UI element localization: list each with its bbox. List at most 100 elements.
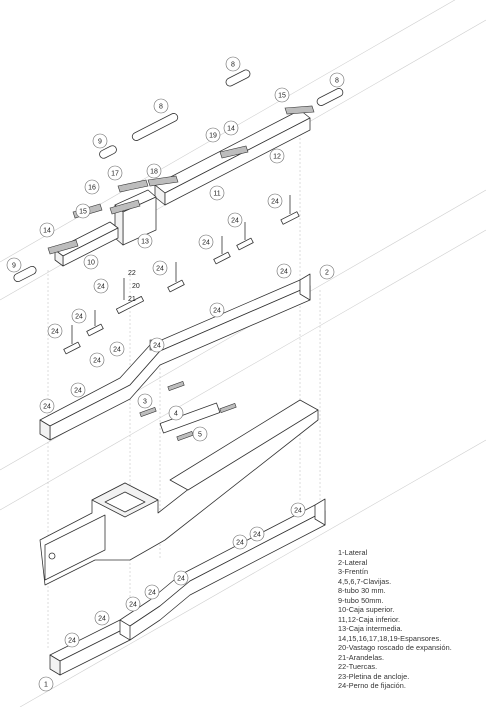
svg-text:24: 24	[148, 590, 156, 597]
svg-text:24: 24	[97, 284, 105, 291]
svg-text:24: 24	[113, 347, 121, 354]
callout-8-b: 8	[153, 98, 169, 114]
svg-text:15: 15	[79, 209, 87, 216]
svg-text:3: 3	[143, 399, 147, 406]
callout-18: 18	[146, 163, 162, 179]
plain-labels: 22 20 21	[128, 270, 140, 303]
svg-text:24: 24	[75, 314, 83, 321]
upper-box-assembly	[147, 105, 315, 206]
legend-item: 14,15,16,17,18,19-Espansores.	[338, 633, 442, 643]
svg-text:11: 11	[213, 191, 220, 198]
svg-text:8: 8	[159, 104, 163, 111]
svg-text:15: 15	[278, 93, 286, 100]
svg-text:8: 8	[231, 62, 235, 69]
legend-item: 20-Vastago roscado de expansión.	[338, 643, 452, 652]
callout-24: 24	[47, 323, 63, 339]
callout-14-a: 14	[223, 120, 239, 136]
small-boxes	[47, 179, 157, 267]
svg-text:9: 9	[12, 263, 16, 270]
callout-24: 24	[198, 234, 214, 250]
svg-text:13: 13	[141, 239, 149, 246]
callout-24: 24	[209, 302, 225, 318]
svg-text:24: 24	[93, 358, 101, 365]
callout-24: 24	[109, 341, 125, 357]
svg-text:24: 24	[153, 343, 161, 350]
label-20: 20	[132, 283, 140, 290]
callout-12: 12	[269, 148, 285, 164]
svg-text:19: 19	[209, 133, 217, 140]
svg-text:24: 24	[43, 404, 51, 411]
callout-17: 17	[107, 165, 123, 181]
svg-text:24: 24	[68, 638, 76, 645]
callout-8-c: 8	[329, 72, 345, 88]
svg-text:24: 24	[271, 199, 279, 206]
callout-24: 24	[290, 502, 306, 518]
callout-11: 11	[209, 185, 225, 201]
callout-24: 24	[267, 193, 283, 209]
callout-9-a: 9	[92, 133, 108, 149]
svg-text:16: 16	[88, 185, 96, 192]
svg-text:9: 9	[98, 139, 102, 146]
callout-24: 24	[232, 534, 248, 550]
svg-text:24: 24	[156, 266, 164, 273]
svg-text:24: 24	[231, 218, 239, 225]
svg-text:14: 14	[43, 228, 51, 235]
legend-item: 23-Pletina de ancloje.	[338, 671, 410, 681]
legend-item: 22-Tuercas.	[338, 662, 378, 671]
svg-text:24: 24	[280, 269, 288, 276]
svg-text:24: 24	[213, 308, 221, 315]
legend-item: 11,12-Caja inferior.	[338, 614, 401, 624]
callout-24: 24	[125, 596, 141, 612]
svg-text:12: 12	[273, 154, 281, 161]
callout-14-b: 14	[39, 222, 55, 238]
svg-text:4: 4	[174, 411, 178, 418]
svg-text:24: 24	[253, 532, 261, 539]
front-frame	[39, 399, 319, 586]
side-rail-2	[39, 273, 311, 441]
legend-item: 2-Lateral	[338, 557, 368, 567]
callout-24: 24	[149, 337, 165, 353]
svg-text:1: 1	[44, 682, 48, 689]
svg-text:8: 8	[335, 78, 339, 85]
callout-10: 10	[83, 254, 99, 270]
callout-24: 24	[70, 382, 86, 398]
svg-text:24: 24	[177, 576, 185, 583]
svg-text:24: 24	[202, 240, 210, 247]
legend-item: 8-tubo 30 mm.	[338, 586, 386, 595]
svg-text:24: 24	[294, 508, 302, 515]
callout-2: 2	[319, 264, 335, 280]
callout-24: 24	[89, 352, 105, 368]
svg-text:14: 14	[227, 126, 235, 133]
svg-text:24: 24	[51, 329, 59, 336]
label-21: 21	[128, 296, 136, 303]
svg-text:18: 18	[150, 169, 158, 176]
side-rail-1	[49, 498, 326, 676]
svg-text:17: 17	[111, 171, 119, 178]
callout-24: 24	[276, 263, 292, 279]
bolts	[63, 195, 300, 355]
legend-item: 3-Frentín	[338, 567, 369, 576]
label-22: 22	[128, 270, 136, 277]
callout-24: 24	[93, 278, 109, 294]
tubes	[13, 69, 344, 283]
callout-19: 19	[205, 127, 221, 143]
svg-text:24: 24	[236, 540, 244, 547]
callout-8-a: 8	[225, 56, 241, 72]
legend-item: 4,5,6,7-Clavijas.	[338, 576, 392, 586]
legend-item: 21-Arandelas.	[338, 652, 385, 662]
svg-text:24: 24	[74, 388, 82, 395]
svg-text:24: 24	[98, 616, 106, 623]
callout-24: 24	[144, 584, 160, 600]
svg-text:5: 5	[198, 432, 202, 439]
callout-9-b: 9	[6, 257, 22, 273]
svg-text:24: 24	[129, 602, 137, 609]
callout-24: 24	[173, 570, 189, 586]
parts-legend: 1-Lateral 2-Lateral 3-Frentín 4,5,6,7-Cl…	[338, 548, 486, 691]
callout-3: 3	[137, 393, 153, 409]
callout-5: 5	[192, 426, 208, 442]
callout-24: 24	[71, 308, 87, 324]
callout-24: 24	[227, 212, 243, 228]
legend-item: 1-Lateral	[338, 548, 368, 557]
callout-15-a: 15	[274, 87, 290, 103]
